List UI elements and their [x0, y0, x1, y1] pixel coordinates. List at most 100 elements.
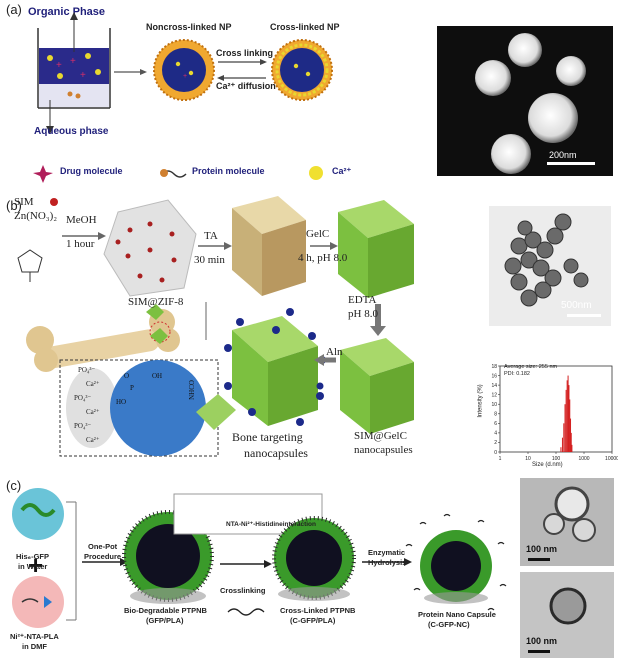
panel-c-scheme: + [12, 488, 507, 628]
p-label: P [130, 384, 134, 392]
in-dmf-label: in DMF [22, 642, 47, 651]
ion-6: Ca²⁺ [86, 436, 100, 444]
drug-star-icon [33, 165, 53, 183]
protein-nanocapsule-sphere [420, 530, 492, 604]
enzymatic-label: Enzymatic [368, 548, 406, 557]
scale-label-a: 200nm [549, 150, 577, 160]
histogram-bar [564, 404, 566, 452]
nta-pla-label: Ni²⁺-NTA-PLA [10, 632, 59, 641]
x-tick-label: 1000 [578, 456, 589, 462]
ion-1: PO₄³⁻ [78, 366, 96, 374]
y-tick-label: 16 [491, 373, 497, 379]
aln-label: Aln [326, 346, 343, 358]
legend-protein-label: Protein molecule [192, 166, 265, 176]
legend-ca-label: Ca²⁺ [332, 166, 352, 176]
y-tick-label: 0 [494, 450, 497, 456]
tem-image-b: 500nm [489, 206, 611, 326]
ion-2: Ca²⁺ [86, 380, 100, 388]
edta-label: EDTA [348, 294, 377, 306]
ptpnb-sphere-2 [272, 516, 356, 601]
plot-frame [499, 365, 613, 453]
bio-ptpnb-label-2: (GFP/PLA) [146, 616, 184, 625]
tem-image-c2: 100 nm [520, 572, 614, 658]
dls-x-label: Size (d.nm) [532, 462, 563, 468]
scale-label-b: 500nm [561, 300, 592, 311]
svg-text:+: + [70, 56, 76, 67]
zn-label: Zn(NO₃)₂ [14, 210, 58, 222]
ca-diffusion-label: Ca²⁺ diffusion [216, 81, 276, 91]
panel-c-tag: (c) [6, 478, 22, 493]
meoh-label: MeOH [66, 214, 97, 226]
protein-capsule-label-2: (C-GFP-NC) [428, 620, 470, 629]
y-tick-label: 12 [491, 392, 497, 398]
histogram-bar [568, 385, 570, 452]
ta-label: TA [204, 230, 218, 242]
bone-targeting-label: Bone targeting [232, 430, 303, 444]
dls-y-label: Intensity (%) [477, 384, 484, 418]
tem-image-c1: 100 nm [520, 478, 614, 566]
cross-ptpnb-label: Cross-Linked PTPNB [280, 606, 356, 615]
nhco-label: NHCO [187, 380, 196, 400]
y-tick-label: 10 [491, 402, 497, 408]
histogram-bar [565, 389, 567, 452]
oh-label: OH [152, 372, 163, 380]
sim-zif-label: SIM@ZIF-8 [128, 296, 184, 308]
protein-icon [160, 169, 187, 178]
y-tick-label: 4 [494, 431, 497, 437]
svg-text:+: + [183, 73, 187, 80]
panel-a-tag: (a) [6, 2, 22, 17]
bio-ptpnb-label: Bio-Degradable PTPNB [124, 606, 207, 615]
simgelc-label: SIM@GelC [354, 430, 407, 442]
noncross-np-label: Noncross-linked NP [146, 22, 232, 32]
legend-drug-label: Drug molecule [60, 166, 123, 176]
procedure-label: Procedure [84, 552, 122, 561]
ho-label: HO [116, 398, 127, 406]
in-water-label: in Water [18, 562, 48, 571]
histogram-bar [563, 423, 565, 452]
simgelc-label-2: nanocapsules [354, 444, 413, 456]
histogram-bar [566, 380, 568, 452]
y-tick-label: 8 [494, 412, 497, 418]
ion-5: PO₄³⁻ [74, 422, 92, 430]
gelc-cond-label: 4 h, pH 8.0 [298, 252, 348, 264]
histogram-bar [560, 447, 562, 452]
svg-text:+: + [56, 60, 62, 71]
dls-info-2: PDI: 0.182 [504, 371, 530, 377]
crosslinking-label: Crosslinking [220, 586, 266, 595]
gelc-cube-icon [338, 200, 414, 298]
histogram-bar [571, 444, 573, 452]
x-tick-label: 1 [499, 456, 502, 462]
histogram-bar [570, 432, 572, 452]
ion-3: PO₄³⁻ [74, 394, 92, 402]
thirty-min-label: 30 min [194, 254, 225, 266]
one-hour-label: 1 hour [66, 238, 95, 250]
beaker-icon [37, 12, 111, 134]
x-tick-label: 100 [552, 456, 561, 462]
y-tick-label: 2 [494, 440, 497, 446]
panel-b-scheme [17, 196, 414, 457]
cross-np-label: Cross-linked NP [270, 22, 340, 32]
x-tick-label: 10 [525, 456, 531, 462]
svg-text:+: + [80, 70, 86, 81]
histogram-bar [569, 399, 571, 452]
panel-a-scheme: + + + + [33, 12, 333, 183]
sim-label: SIM [14, 196, 34, 208]
y-tick-label: 6 [494, 421, 497, 427]
one-pot-label: One-Pot [88, 542, 118, 551]
cross-np-icon [271, 39, 333, 101]
cross-linking-label: Cross linking [216, 48, 274, 58]
bone-targeting-cube-icon [224, 308, 326, 426]
nta-interaction-label: NTA-Ni²⁺-Histidineinteraction [226, 521, 316, 528]
aqueous-phase-label: Aqueous phase [34, 126, 109, 137]
histogram-bar [561, 437, 563, 452]
ta-cube-icon [232, 196, 306, 296]
y-tick-label: 18 [491, 364, 497, 370]
ion-4: Ca²⁺ [86, 408, 100, 416]
simgelc-cube-icon [340, 338, 414, 434]
scale-label-c2: 100 nm [526, 636, 558, 646]
calcium-icon [309, 166, 323, 180]
scale-label-c1: 100 nm [526, 544, 558, 554]
gelc-label: GelC [306, 228, 330, 240]
o-label: O [124, 372, 130, 380]
